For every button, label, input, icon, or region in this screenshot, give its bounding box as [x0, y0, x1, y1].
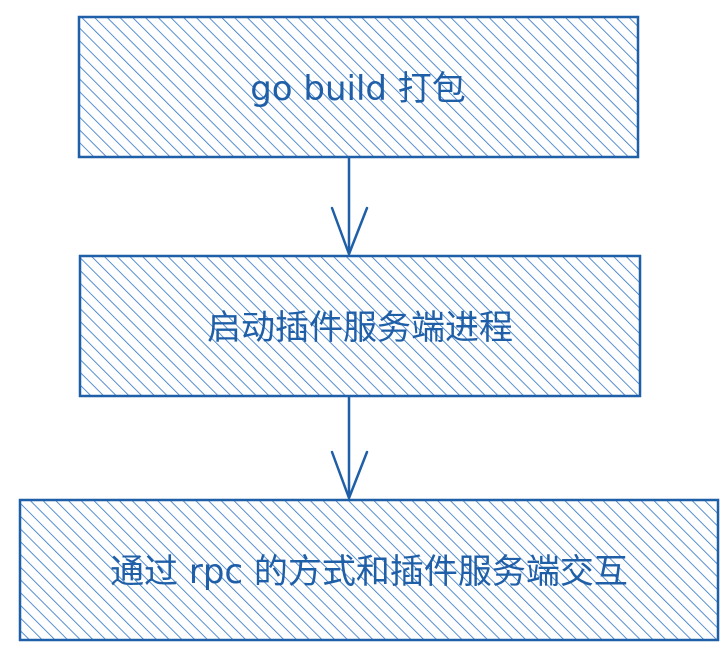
edge-build-to-start: [330, 158, 369, 256]
edge-build-to-start-arrowhead: [330, 206, 369, 256]
edge-start-to-rpc: [330, 397, 369, 500]
node-start-plugin-server-box: [78, 254, 642, 398]
node-start-plugin-server-label: 启动插件服务端进程: [207, 308, 513, 348]
node-go-build-label: go build 打包: [250, 69, 466, 109]
node-go-build: go build 打包: [77, 15, 640, 159]
node-rpc-interaction-label: 通过 rpc 的方式和插件服务端交互: [110, 552, 628, 592]
node-go-build-box: [77, 15, 640, 159]
node-start-plugin-server: 启动插件服务端进程: [78, 254, 642, 398]
node-rpc-interaction: 通过 rpc 的方式和插件服务端交互: [18, 498, 720, 642]
node-rpc-interaction-box: [18, 498, 720, 642]
edge-start-to-rpc-arrowhead: [330, 450, 369, 500]
